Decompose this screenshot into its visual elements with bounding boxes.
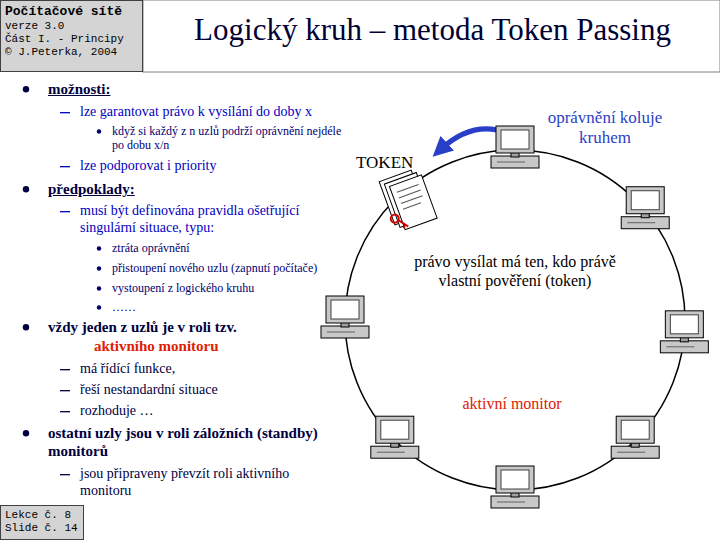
bullet-dash xyxy=(60,390,70,391)
sub-item: ztráta oprávnění xyxy=(112,241,347,255)
sub-item: přistoupení nového uzlu (zapnutí počítač… xyxy=(112,261,352,275)
bullet-dot xyxy=(23,430,29,436)
header-text: Slide č. 14 xyxy=(5,522,79,535)
computer-icon xyxy=(321,296,369,338)
section-heading: předpoklady: xyxy=(48,180,328,198)
center-note: právo vysílat má ten, kdo právě vlastní … xyxy=(398,252,632,290)
title-frame xyxy=(143,0,720,72)
bullet-dot xyxy=(23,324,29,330)
computer-icon xyxy=(371,416,419,458)
bullet-dot xyxy=(97,286,101,290)
token-icon xyxy=(377,167,437,233)
highlight-term: aktivního monitoru xyxy=(94,337,294,355)
header-text: Počítačové sítě xyxy=(5,4,138,20)
computer-group xyxy=(321,126,708,508)
bullet-dash xyxy=(60,112,70,113)
computer-icon xyxy=(491,466,539,508)
bullet-dash xyxy=(60,411,70,412)
bullet-dot xyxy=(97,246,101,250)
bullet-dash xyxy=(60,166,70,167)
bullet-dash xyxy=(60,474,70,475)
list-item: jsou připraveny převzít roli aktivního m… xyxy=(80,466,330,500)
circulation-arrow xyxy=(440,129,497,150)
logical-ring xyxy=(345,150,685,490)
list-heading: ostatní uzly jsou v roli záložních (stan… xyxy=(48,424,348,460)
bullet-dot xyxy=(23,86,29,92)
sub-item: …… xyxy=(112,300,312,314)
list-heading: vždy jeden z uzlů je v roli tzv. xyxy=(48,318,318,336)
list-item: rozhoduje … xyxy=(80,403,320,420)
token-label: TOKEN xyxy=(356,153,436,173)
course-header-box: Počítačové sítěverze 3.0Část I. - Princi… xyxy=(0,0,143,72)
sub-item: když si každý z n uzlů podrží oprávnění … xyxy=(112,124,347,153)
slide-number-box: Lekce č. 8Slide č. 14 xyxy=(0,505,84,540)
computer-icon xyxy=(611,416,659,458)
list-item: lze podporovat i priority xyxy=(80,158,360,175)
computer-icon xyxy=(660,311,708,353)
list-item: má řídící funkce, xyxy=(80,361,320,378)
bullet-dot xyxy=(97,129,101,133)
header-text: Lekce č. 8 xyxy=(5,509,79,522)
bullet-dot xyxy=(23,186,29,192)
monitor-label: aktivní monitor xyxy=(462,394,562,413)
header-text: © J.Peterka, 2004 xyxy=(5,46,138,59)
bullet-dot xyxy=(97,305,101,309)
slide-title: Logický kruh – metoda Token Passing xyxy=(150,12,715,48)
header-text: verze 3.0 xyxy=(5,20,138,33)
list-item: lze garantovat právo k vysílání do doby … xyxy=(80,104,360,121)
computer-icon xyxy=(491,126,539,168)
callout-text: oprávnění koluje kruhem xyxy=(520,108,690,149)
computer-icon xyxy=(621,187,669,229)
sub-item: vystoupení z logického kruhu xyxy=(112,281,347,295)
list-item: musí být definována pravidla ošetřující … xyxy=(80,203,342,237)
list-item: řeší nestandardní situace xyxy=(80,382,320,399)
section-heading: možnosti: xyxy=(48,80,328,98)
header-text: Část I. - Principy xyxy=(5,33,138,46)
bullet-dash xyxy=(60,369,70,370)
bullet-dash xyxy=(60,211,70,212)
bullet-dot xyxy=(97,266,101,270)
